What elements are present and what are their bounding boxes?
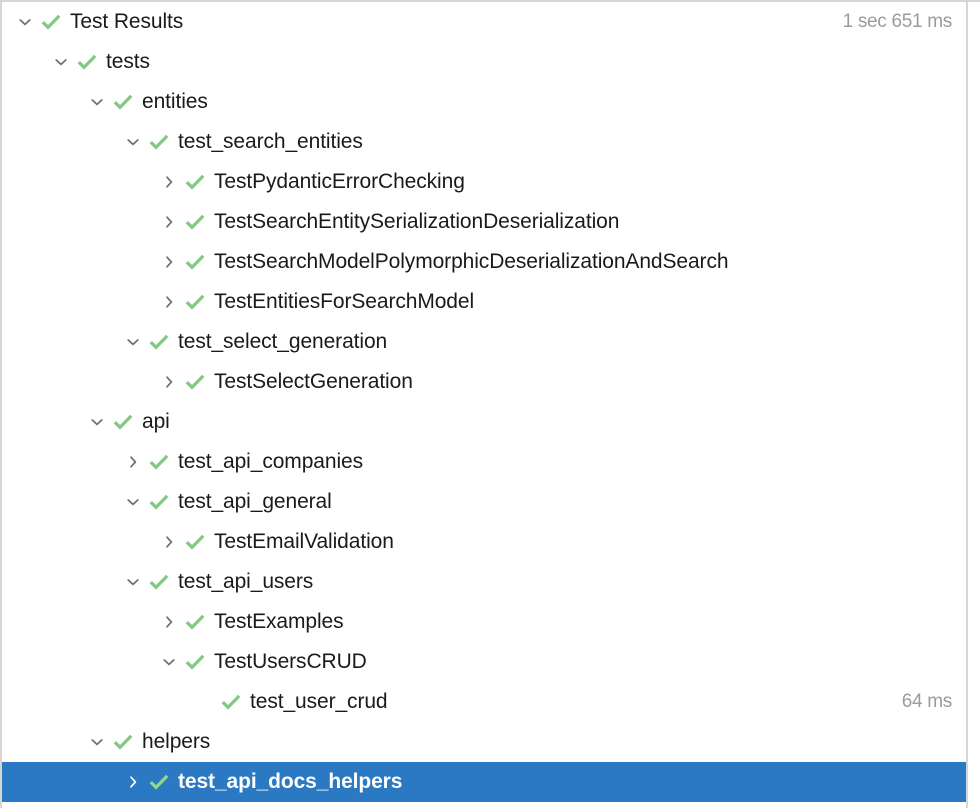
tree-row-testpydanticerrorchecking[interactable]: TestPydanticErrorChecking bbox=[0, 162, 966, 202]
check-passed-icon bbox=[38, 2, 64, 42]
tree-node-label: test_api_general bbox=[178, 490, 332, 513]
tree-row-test-select-generation[interactable]: test_select_generation bbox=[0, 322, 966, 362]
tree-node-label: test_api_users bbox=[178, 570, 314, 593]
tree-row-test-search-entities[interactable]: test_search_entities bbox=[0, 122, 966, 162]
check-passed-icon bbox=[182, 522, 208, 562]
check-passed-icon bbox=[182, 642, 208, 682]
tree-row-api[interactable]: api bbox=[0, 402, 966, 442]
tree-node-label: test_select_generation bbox=[178, 330, 388, 353]
tree-row-testselectgeneration[interactable]: TestSelectGeneration bbox=[0, 362, 966, 402]
tree-row-testuserscrud[interactable]: TestUsersCRUD bbox=[0, 642, 966, 682]
scroll-gutter bbox=[968, 2, 980, 808]
check-passed-icon bbox=[110, 82, 136, 122]
chevron-right-icon[interactable] bbox=[158, 282, 180, 322]
check-passed-icon bbox=[182, 362, 208, 402]
tree-row-entities[interactable]: entities bbox=[0, 82, 966, 122]
chevron-right-icon[interactable] bbox=[158, 242, 180, 282]
check-passed-icon bbox=[110, 402, 136, 442]
tree-row-test-api-docs-helpers[interactable]: test_api_docs_helpers bbox=[0, 762, 966, 802]
chevron-down-icon[interactable] bbox=[50, 42, 72, 82]
chevron-down-icon[interactable] bbox=[14, 2, 36, 42]
check-passed-icon bbox=[146, 122, 172, 162]
tree-node-duration: 1 sec 651 ms bbox=[842, 11, 953, 32]
tree-node-label: TestSearchModelPolymorphicDeserializatio… bbox=[214, 250, 729, 273]
check-passed-icon bbox=[182, 202, 208, 242]
chevron-down-icon[interactable] bbox=[122, 562, 144, 602]
tree-row-test-api-general[interactable]: test_api_general bbox=[0, 482, 966, 522]
check-passed-icon bbox=[182, 282, 208, 322]
tree-node-label: test_api_companies bbox=[178, 450, 363, 473]
tree-node-label: TestExamples bbox=[214, 610, 344, 633]
tree-row-testemailvalidation[interactable]: TestEmailValidation bbox=[0, 522, 966, 562]
tree-node-label: helpers bbox=[142, 730, 211, 753]
tree-row-testentitiesforsearchmodel[interactable]: TestEntitiesForSearchModel bbox=[0, 282, 966, 322]
tree-node-duration: 64 ms bbox=[901, 691, 953, 712]
chevron-right-icon[interactable] bbox=[158, 522, 180, 562]
chevron-right-icon[interactable] bbox=[158, 202, 180, 242]
chevron-down-icon[interactable] bbox=[86, 82, 108, 122]
check-passed-icon bbox=[146, 562, 172, 602]
chevron-right-icon[interactable] bbox=[158, 602, 180, 642]
check-passed-icon bbox=[182, 162, 208, 202]
check-passed-icon bbox=[74, 42, 100, 82]
check-passed-icon bbox=[146, 482, 172, 522]
tree-row-helpers[interactable]: helpers bbox=[0, 722, 966, 762]
tree-row-testexamples[interactable]: TestExamples bbox=[0, 602, 966, 642]
chevron-right-icon[interactable] bbox=[122, 762, 144, 802]
tree-node-label: Test Results bbox=[70, 10, 184, 33]
chevron-down-icon[interactable] bbox=[86, 722, 108, 762]
tree-row-test-user-crud[interactable]: test_user_crud 64 ms bbox=[0, 682, 966, 722]
tree-node-label: test_api_docs_helpers bbox=[178, 770, 403, 793]
tree-row-testsearchmodelpolymorphicdeserializationandsearch[interactable]: TestSearchModelPolymorphicDeserializatio… bbox=[0, 242, 966, 282]
chevron-right-icon[interactable] bbox=[158, 162, 180, 202]
tree-row-test-api-companies[interactable]: test_api_companies bbox=[0, 442, 966, 482]
check-passed-icon bbox=[146, 762, 172, 802]
twisty-placeholder bbox=[194, 682, 216, 722]
chevron-down-icon[interactable] bbox=[122, 122, 144, 162]
tree-node-label: TestPydanticErrorChecking bbox=[214, 170, 465, 193]
check-passed-icon bbox=[110, 722, 136, 762]
tree-node-label: tests bbox=[106, 50, 150, 73]
tree-row-testsearchentityserializationdeserialization[interactable]: TestSearchEntitySerializationDeserializa… bbox=[0, 202, 966, 242]
chevron-right-icon[interactable] bbox=[122, 442, 144, 482]
tree-node-label: entities bbox=[142, 90, 208, 113]
tree-row-tests[interactable]: tests bbox=[0, 42, 966, 82]
tree-row-test-results[interactable]: Test Results 1 sec 651 ms bbox=[0, 2, 966, 42]
chevron-down-icon[interactable] bbox=[86, 402, 108, 442]
chevron-down-icon[interactable] bbox=[158, 642, 180, 682]
test-results-tree: Test Results 1 sec 651 ms tests entities tes… bbox=[0, 2, 966, 802]
check-passed-icon bbox=[182, 242, 208, 282]
tree-node-label: test_search_entities bbox=[178, 130, 363, 153]
tree-node-label: TestSearchEntitySerializationDeserializa… bbox=[214, 210, 620, 233]
chevron-right-icon[interactable] bbox=[158, 362, 180, 402]
chevron-down-icon[interactable] bbox=[122, 322, 144, 362]
tree-node-label: TestUsersCRUD bbox=[214, 650, 367, 673]
check-passed-icon bbox=[218, 682, 244, 722]
check-passed-icon bbox=[146, 322, 172, 362]
tree-node-label: TestSelectGeneration bbox=[214, 370, 413, 393]
chevron-down-icon[interactable] bbox=[122, 482, 144, 522]
tree-node-label: api bbox=[142, 410, 170, 433]
tree-row-test-api-users[interactable]: test_api_users bbox=[0, 562, 966, 602]
check-passed-icon bbox=[182, 602, 208, 642]
tree-node-label: TestEmailValidation bbox=[214, 530, 394, 553]
tree-node-label: TestEntitiesForSearchModel bbox=[214, 290, 475, 313]
gutter-divider bbox=[966, 2, 968, 808]
tree-node-label: test_user_crud bbox=[250, 690, 388, 713]
check-passed-icon bbox=[146, 442, 172, 482]
